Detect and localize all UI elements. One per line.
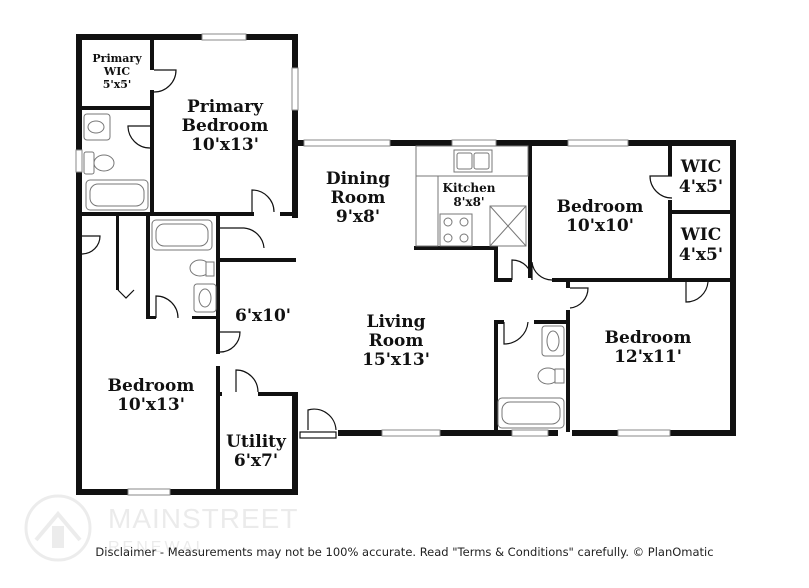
room-size: 6'x10'	[235, 306, 291, 326]
stove	[439, 213, 473, 247]
room-name: WIC	[103, 65, 130, 78]
fixtures	[83, 113, 565, 429]
room-hall: 6'x10'	[235, 306, 291, 326]
room-size: 12'x11'	[614, 347, 682, 367]
room-size: 10'x13'	[191, 135, 259, 155]
window	[381, 429, 441, 437]
windows	[75, 33, 671, 496]
room-wic-lower: WIC 4'x5'	[679, 225, 723, 265]
room-name: Bedroom	[108, 376, 195, 396]
room-name: Bedroom	[557, 197, 644, 217]
room-size: 8'x8'	[453, 195, 484, 209]
window	[127, 488, 171, 496]
room-size: 4'x5'	[679, 245, 723, 265]
room-size: 10'x10'	[566, 216, 634, 236]
window	[303, 139, 391, 147]
room-name: Room	[369, 331, 424, 351]
room-primary-bedroom: Primary Bedroom 10'x13'	[182, 97, 269, 155]
toilet	[83, 151, 95, 175]
room-wic-upper: WIC 4'x5'	[679, 157, 723, 197]
doors	[81, 69, 709, 439]
disclaimer-text: Disclaimer - Measurements may not be 100…	[95, 545, 714, 559]
room-name: Living	[367, 312, 426, 332]
room-name: Bedroom	[605, 328, 692, 348]
room-kitchen: Kitchen 8'x8'	[443, 181, 496, 209]
room-name: Primary	[92, 52, 142, 65]
room-size: 10'x13'	[117, 395, 185, 415]
exterior-walls	[76, 34, 736, 495]
room-name: WIC	[680, 225, 722, 245]
room-bedroom-sw: Bedroom 10'x13'	[108, 376, 195, 415]
room-dining: Dining Room 9'x8'	[326, 169, 390, 227]
room-utility: Utility 6'x7'	[226, 432, 287, 471]
watermark-sub: RENEWAL	[108, 539, 208, 556]
room-bedroom-ne: Bedroom 10'x10'	[557, 197, 644, 236]
window	[511, 429, 549, 437]
interior-walls	[82, 40, 730, 489]
mainstreet-logo: MAINSTREET RENEWAL	[24, 494, 298, 562]
room-size: 4'x5'	[679, 177, 723, 197]
window	[75, 149, 83, 173]
room-bedroom-se: Bedroom 12'x11'	[605, 328, 692, 367]
window	[451, 139, 497, 147]
room-name: Utility	[226, 432, 287, 452]
room-name: Dining	[326, 169, 390, 189]
room-size: 6'x7'	[234, 451, 278, 471]
room-name: Room	[331, 188, 386, 208]
window	[291, 67, 299, 111]
room-name: Primary	[187, 97, 264, 117]
room-living: Living Room 15'x13'	[362, 312, 430, 370]
counter	[415, 175, 439, 247]
room-size: 5'x5'	[103, 78, 132, 91]
room-size: 9'x8'	[336, 207, 380, 227]
room-size: 15'x13'	[362, 350, 430, 370]
room-name: WIC	[680, 157, 722, 177]
room-name: Bedroom	[182, 116, 269, 136]
room-primary-wic: Primary WIC 5'x5'	[92, 52, 142, 91]
window	[567, 139, 629, 147]
window	[201, 33, 247, 41]
room-name: Kitchen	[443, 181, 496, 195]
window	[617, 429, 671, 437]
watermark-brand: MAINSTREET	[108, 503, 298, 534]
